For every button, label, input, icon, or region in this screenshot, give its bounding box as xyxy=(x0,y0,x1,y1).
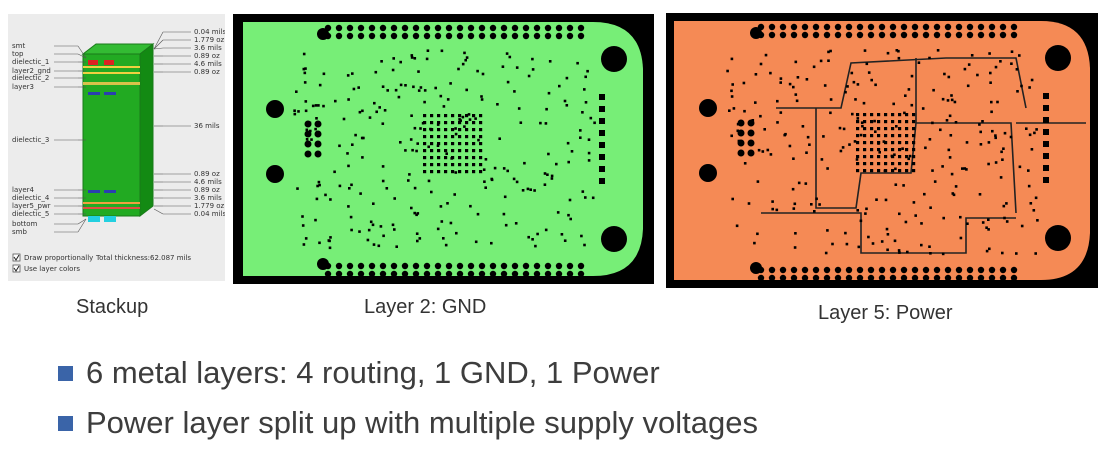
power-caption: Layer 5: Power xyxy=(818,302,953,324)
stackup-thickness-label: 4.6 mils xyxy=(194,178,222,186)
stackup-layer-label: dielectic_5 xyxy=(12,210,49,218)
bullet-text: 6 metal layers: 4 routing, 1 GND, 1 Powe… xyxy=(86,355,660,390)
gnd-layer-image xyxy=(233,14,654,284)
power-board-svg xyxy=(674,21,1090,282)
stackup-layer-label: dielectic_3 xyxy=(12,136,49,144)
stackup-thickness-label: 1.779 oz xyxy=(194,202,225,210)
draw-proportionally-label: Draw proportionally xyxy=(24,254,93,262)
stackup-thickness-label: 0.89 oz xyxy=(194,52,220,60)
stackup-caption: Stackup xyxy=(76,296,149,318)
stackup-thickness-label: 3.6 mils xyxy=(194,194,222,202)
bullet-square-icon xyxy=(58,415,73,431)
stackup-thickness-label: 0.89 oz xyxy=(194,186,220,194)
total-thickness-label: Total thickness: xyxy=(95,254,150,262)
total-thickness-value: 62.087 mils xyxy=(150,254,191,262)
power-layer-image xyxy=(666,13,1098,288)
stackup-layer-label: bottom xyxy=(12,220,37,228)
stackup-thickness-label: 4.6 mils xyxy=(194,60,222,68)
draw-proportionally-checkbox[interactable] xyxy=(12,253,21,262)
use-layer-colors-checkbox[interactable] xyxy=(12,264,21,273)
bullet-text: Power layer split up with multiple suppl… xyxy=(86,405,758,440)
stackup-thickness-label: 0.04 mils xyxy=(194,210,225,218)
stackup-layer-label: layer3 xyxy=(12,83,34,91)
gnd-board-svg xyxy=(243,22,643,278)
bullet-square-icon xyxy=(58,365,73,381)
bullet-item: Power layer split up with multiple suppl… xyxy=(58,405,758,441)
stackup-thickness-label: 0.04 mils xyxy=(194,28,225,36)
bullet-item: 6 metal layers: 4 routing, 1 GND, 1 Powe… xyxy=(58,355,660,391)
gnd-caption: Layer 2: GND xyxy=(364,296,487,318)
use-layer-colors-label: Use layer colors xyxy=(24,265,80,273)
stackup-thickness-label: 36 mils xyxy=(194,122,220,130)
stackup-thickness-label: 1.779 oz xyxy=(194,36,225,44)
stackup-layer-label: smb xyxy=(12,228,27,236)
stackup-layer-label: layer5_pwr xyxy=(12,202,51,210)
stackup-layer-label: layer2_gnd xyxy=(12,67,51,75)
stackup-thickness-label: 0.89 oz xyxy=(194,170,220,178)
stackup-layer-label: dielectic_2 xyxy=(12,74,49,82)
stackup-layer-label: top xyxy=(12,50,24,58)
stackup-layer-label: smt xyxy=(12,42,25,50)
stackup-layer-label: dielectic_4 xyxy=(12,194,50,202)
stackup-layer-label: layer4 xyxy=(12,186,35,194)
stackup-thickness-label: 3.6 mils xyxy=(194,44,222,52)
stackup-thickness-label: 0.89 oz xyxy=(194,68,220,76)
stackup-svg: smttopdielectic_1layer2_gnddielectic_2la… xyxy=(12,28,225,273)
stackup-layer-label: dielectic_1 xyxy=(12,58,49,66)
